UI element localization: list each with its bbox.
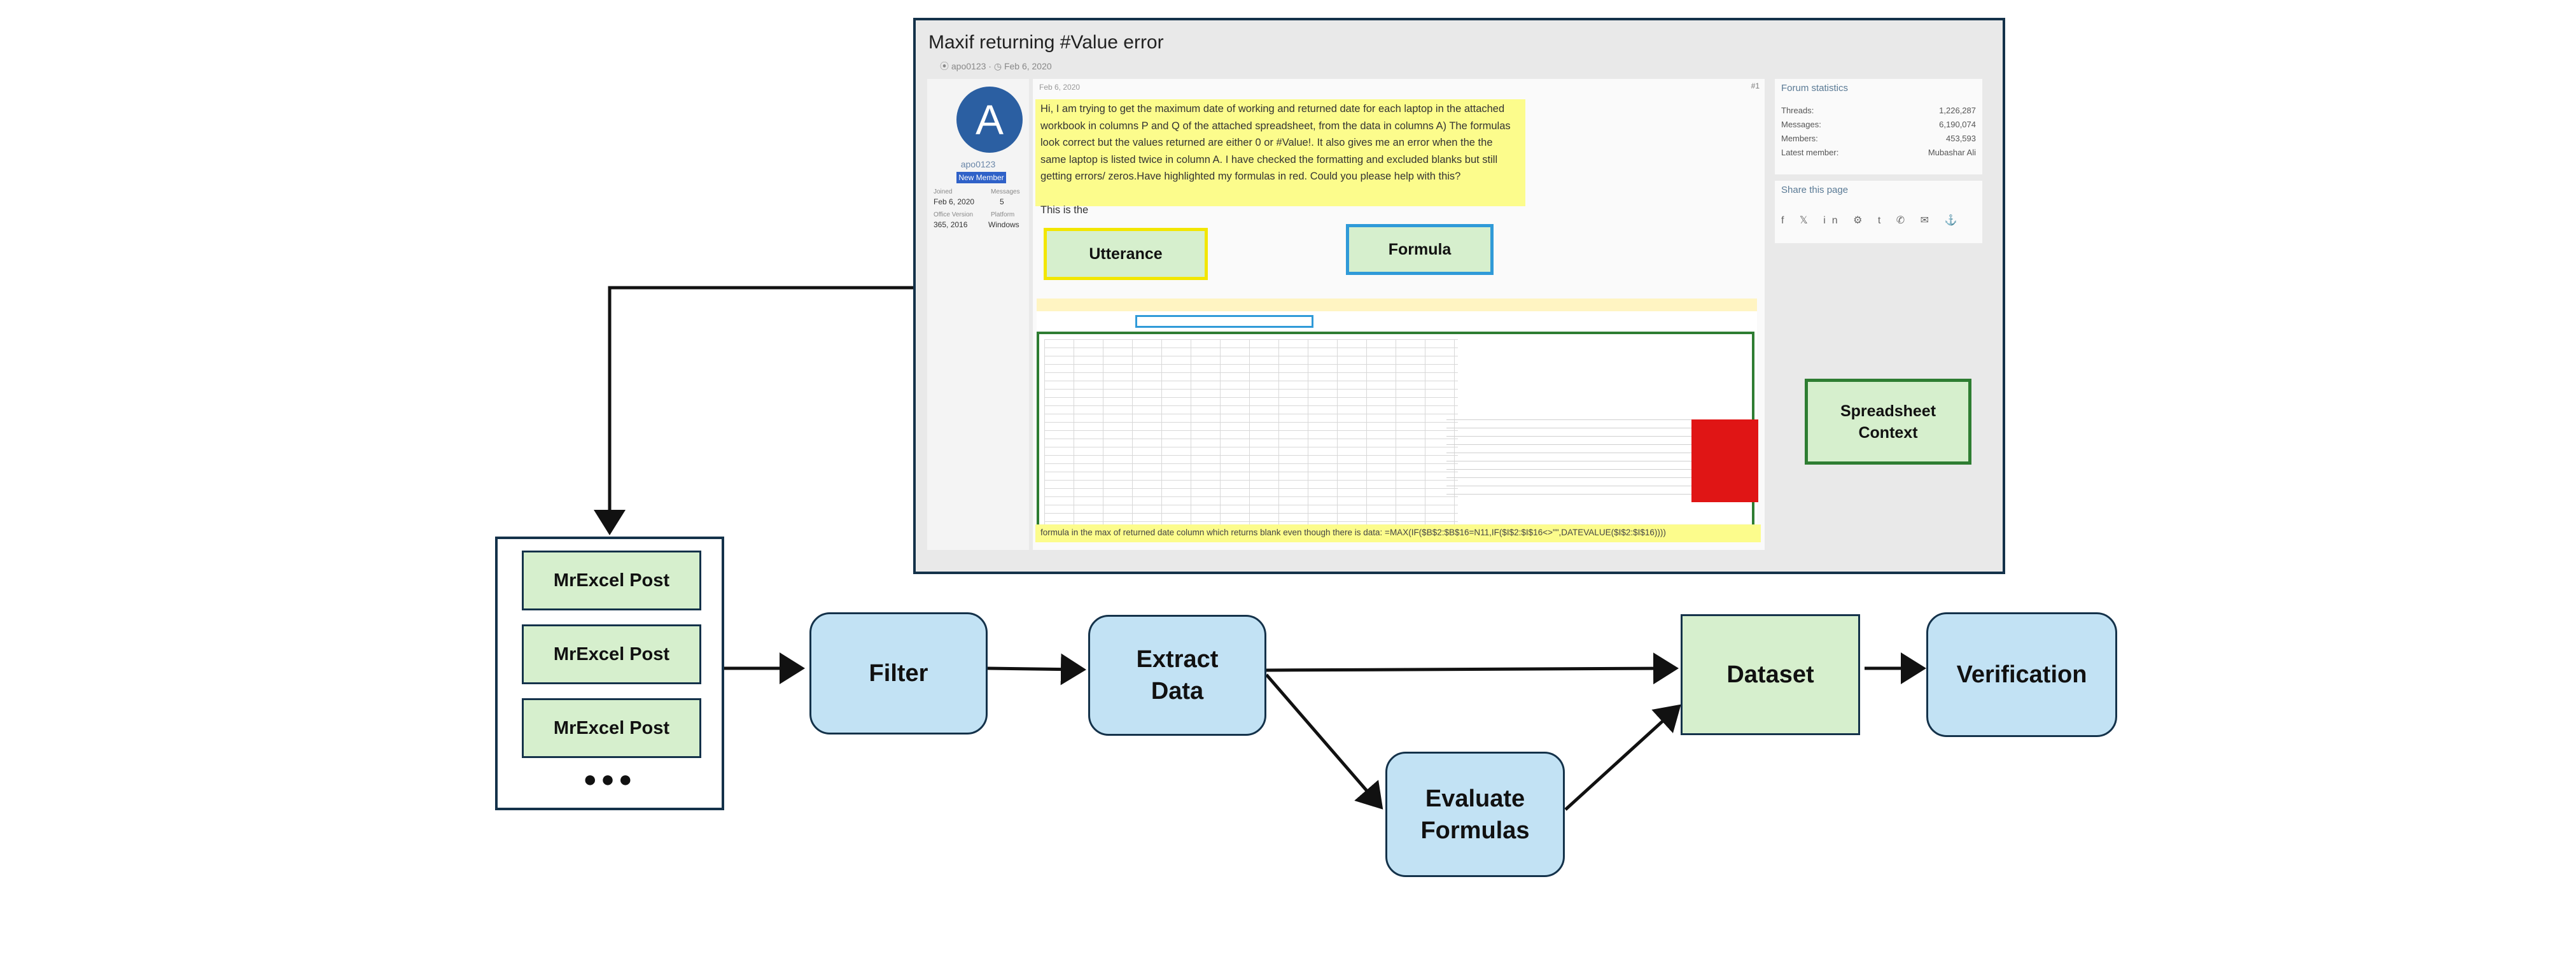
stat-value: 1,226,287 [1939, 106, 1976, 115]
formula-bar [1135, 315, 1313, 328]
stat-value: 6,190,074 [1939, 120, 1976, 129]
thread-meta: ⦿ apo0123 · ◷ Feb 6, 2020 [940, 61, 1052, 71]
user-role-badge: New Member [956, 172, 1006, 183]
stat-label: Latest member: [1781, 148, 1839, 157]
utterance-highlight: Hi, I am trying to get the maximum date … [1035, 99, 1525, 216]
stat-label: Threads: [1781, 106, 1814, 115]
ellipsis: ●●● [583, 766, 636, 792]
post-date: Feb 6, 2020 [1039, 83, 1081, 92]
stat-label: Members: [1781, 134, 1818, 143]
sheet-grid [1044, 339, 1458, 530]
post-number[interactable]: #1 [1751, 81, 1760, 90]
arrow-evaluate-to-dataset [1564, 704, 1681, 811]
device-status-table [1446, 419, 1691, 502]
office-version-label: Office Version [934, 211, 974, 218]
joined-value: Feb 6, 2020 [934, 197, 975, 206]
utterance-label: Utterance [1044, 228, 1208, 280]
avatar: A [956, 87, 1023, 153]
forum-statistics: Forum statistics Threads: 1,226,287 Messa… [1775, 79, 1982, 174]
mrexcel-post-2: MrExcel Post [522, 624, 701, 684]
office-version-value: 365, 2016 [934, 220, 968, 229]
red-formula-cells [1691, 419, 1758, 502]
user-panel: A apo0123 New Member Joined Feb 6, 2020 … [927, 79, 1029, 550]
arrow-filter-to-extract [987, 653, 1086, 685]
stat-row-members: Members: 453,593 [1781, 134, 1976, 143]
joined-label: Joined [934, 188, 953, 195]
stat-row-threads: Threads: 1,226,287 [1781, 106, 1976, 115]
verification-node: Verification [1926, 612, 2117, 737]
evaluate-formulas-node: Evaluate Formulas [1385, 752, 1565, 877]
forum-stats-title: Forum statistics [1781, 83, 1849, 94]
forum-screenshot-panel: Maxif returning #Value error ⦿ apo0123 ·… [913, 18, 2005, 574]
thread-title: Maxif returning #Value error [928, 32, 1164, 53]
stat-value[interactable]: Mubashar Ali [1928, 148, 1976, 157]
platform-label: Platform [991, 211, 1015, 218]
spreadsheet-context-label: Spreadsheet Context [1805, 379, 1971, 465]
platform-value: Windows [988, 220, 1019, 229]
share-title: Share this page [1781, 185, 1849, 195]
formula-label: Formula [1346, 224, 1494, 275]
filter-node: Filter [809, 612, 988, 735]
dataset-node: Dataset [1681, 614, 1860, 735]
arrow-screenshot-to-posts [594, 286, 913, 535]
messages-label: Messages [991, 188, 1020, 195]
share-panel: Share this page f 𝕏 in ⚙ t ✆ ✉ ⚓ [1775, 181, 1982, 243]
extract-data-node: Extract Data [1088, 615, 1266, 736]
arrow-extract-to-dataset [1266, 652, 1679, 685]
mrexcel-posts-box: MrExcel Post MrExcel Post MrExcel Post ●… [495, 537, 724, 810]
stat-row-latest-member: Latest member: Mubashar Ali [1781, 148, 1976, 157]
messages-value: 5 [1000, 197, 1004, 206]
mrexcel-post-3: MrExcel Post [522, 698, 701, 758]
post-text: Hi, I am trying to get the maximum date … [1040, 103, 1511, 182]
formula-highlight: formula in the max of returned date colu… [1035, 524, 1761, 542]
share-icons[interactable]: f 𝕏 in ⚙ t ✆ ✉ ⚓ [1781, 215, 1964, 226]
post-body: Feb 6, 2020 #1 Hi, I am trying to get th… [1033, 79, 1765, 550]
mrexcel-post-1: MrExcel Post [522, 551, 701, 610]
stat-label: Messages: [1781, 120, 1821, 129]
arrow-extract-to-evaluate [1265, 673, 1383, 810]
username[interactable]: apo0123 [960, 159, 996, 169]
sheet-warning-bar [1037, 299, 1757, 311]
post-text-2: This is the [1040, 204, 1089, 216]
spreadsheet-context-box [1037, 332, 1758, 542]
stat-row-messages: Messages: 6,190,074 [1781, 120, 1976, 129]
spreadsheet-image [1037, 299, 1758, 542]
stat-value: 453,593 [1946, 134, 1976, 143]
